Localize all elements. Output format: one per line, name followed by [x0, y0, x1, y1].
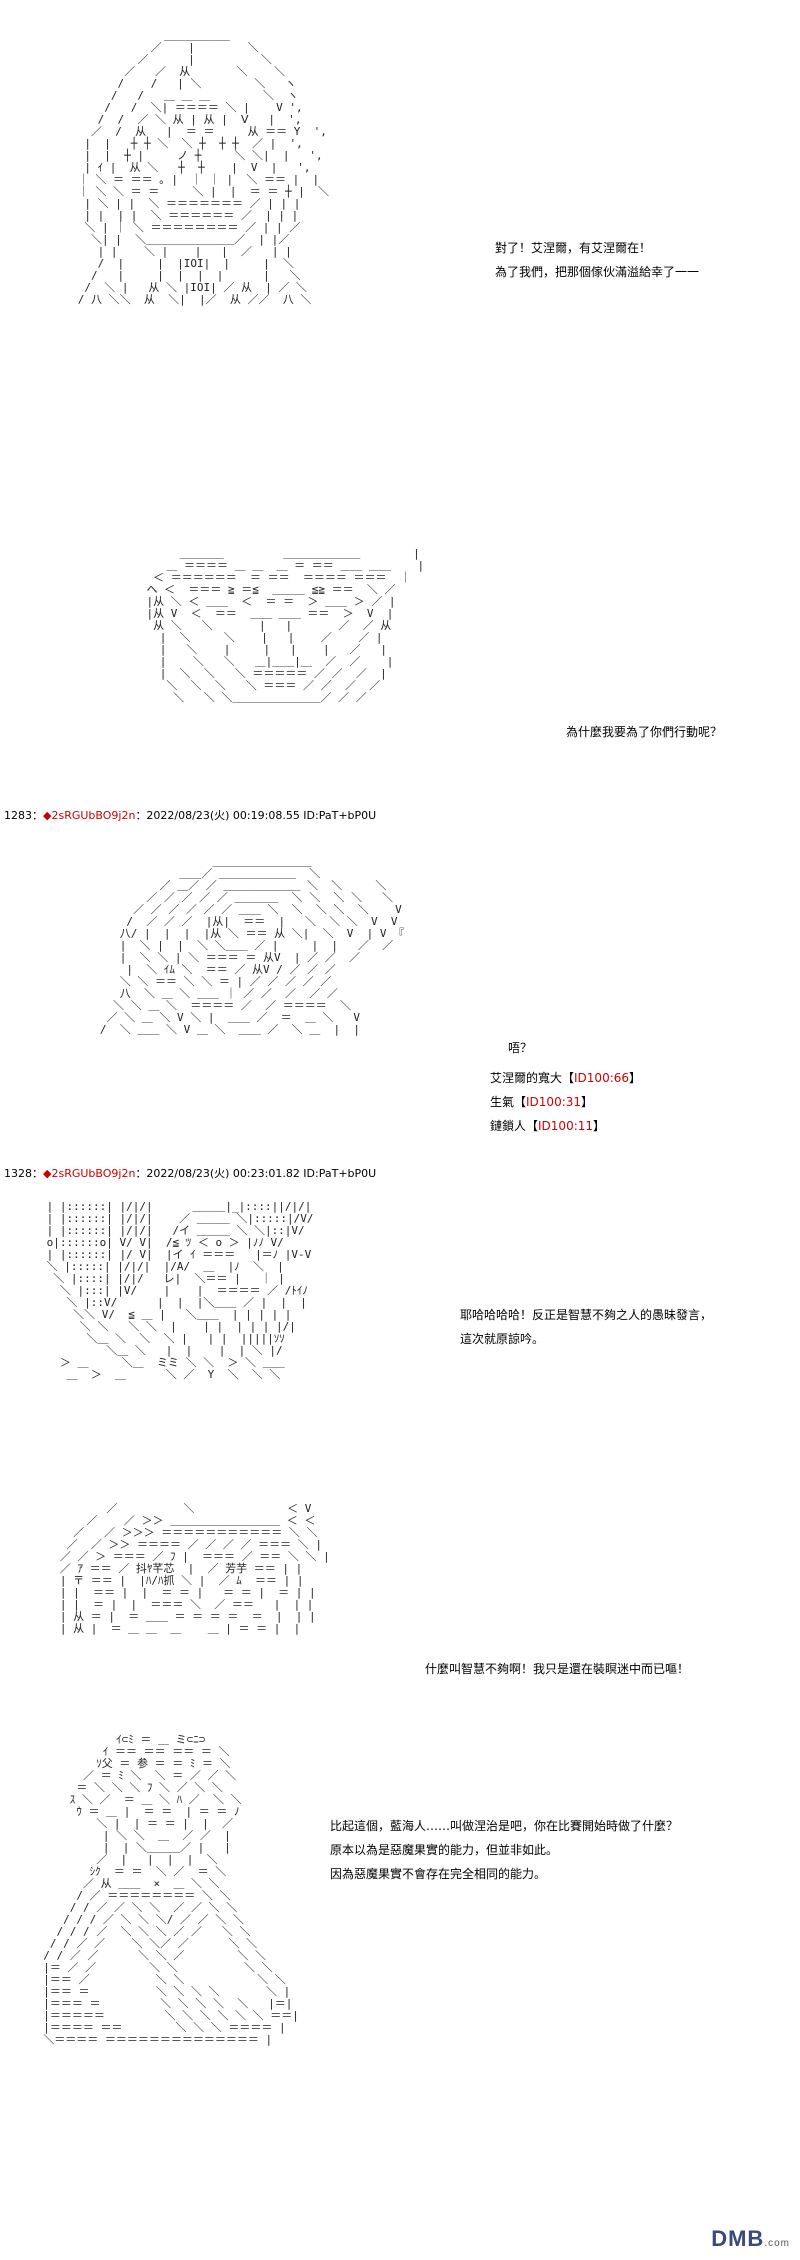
panel-5-line-1: 什麼叫智慧不夠啊！我只是還在裝瞑迷中而已嘔！: [425, 1662, 690, 1676]
logo-sub: .com: [764, 2238, 790, 2249]
panel-2-line-1: 為什麼我要為了你們行動呢？: [566, 725, 723, 739]
panel-5: ／ ＼ ＜ V ／ ／ ＞＞ ＿＿＿＿＿＿＿＿＿＿ ＜ ＜ ／ ／ ＞＞＞ ＝＝…: [0, 1485, 800, 1710]
post-date: ：2022/08/23(火) 00:19:08.55 ID:PaT+bP0U: [135, 809, 377, 822]
panel-6: ｲ⊂ﾐ ＝ ＿ ミ⊂ﾆ⊃ ｲ ＝＝ ＝＝ ＝＝ ＝ ＼ ｿ父 ＝ 参 ＝ ＝ ﾐ…: [0, 1710, 800, 2260]
panel-1: ＿＿＿＿＿＿ ／ | ＼ ／ | ＼ ／ ／ 从 ＼ ＼ / / | ＼ ＼ ヽ…: [0, 0, 800, 360]
stat-anger-end: 】: [581, 1095, 594, 1109]
post-header-1328: 1328：◆2sRGUbBO9j2n：2022/08/23(火) 00:23:0…: [4, 1165, 376, 1181]
panel-6-line-3: 因為惡魔果實不會存在完全相同的能力。: [330, 1867, 547, 1881]
stat-generosity: 艾涅爾的寬大【ID100:66】: [490, 1066, 641, 1090]
panel-3: ＿＿＿＿＿＿＿＿＿ ＿＿／ ＿＿＿＿＿＿＿ ＼ ／ ＿／ ／ ＿＿＿＿＿＿＿ ＼…: [0, 830, 800, 1160]
ascii-art-face-closeup: ＿＿＿＿ ＿＿＿＿＿＿＿ | ＿ ＝＝＝＝ ＿ ＿ ＿ ＝ ＝＝ ＿＿ ＿＿ |…: [146, 547, 425, 704]
panel-1-line-1: 對了！艾涅爾，有艾涅爾在！: [495, 241, 652, 255]
stat-anger-label: 生氣【: [490, 1095, 527, 1109]
post-trip: ◆2sRGUbBO9j2n: [43, 809, 136, 822]
panel-4: | |::::::| |/|/| ＿＿＿|_|::::||/|/| | |:::…: [0, 1185, 800, 1485]
post-trip: ◆2sRGUbBO9j2n: [43, 1167, 136, 1180]
ascii-art-standing-figure: ｲ⊂ﾐ ＝ ＿ ミ⊂ﾆ⊃ ｲ ＝＝ ＝＝ ＝＝ ＝ ＼ ｿ父 ＝ 参 ＝ ＝ ﾐ…: [43, 1733, 299, 2046]
stat-anger: 生氣【ID100:31】: [490, 1090, 593, 1114]
stat-chain: 鏈鎖人【ID100:11】: [490, 1114, 605, 1138]
post-number: 1283：: [4, 809, 43, 822]
stat-chain-end: 】: [593, 1119, 606, 1133]
stat-chain-label: 鏈鎖人【: [490, 1119, 539, 1133]
ascii-art-figure-with-staff: | |::::::| |/|/| ＿＿＿|_|::::||/|/| | |:::…: [46, 1200, 314, 1381]
panel-3-huh: 唔？: [508, 1041, 533, 1055]
ascii-art-angry-figure: ／ ＼ ＜ V ／ ／ ＞＞ ＿＿＿＿＿＿＿＿＿＿ ＜ ＜ ／ ／ ＞＞＞ ＝＝…: [59, 1502, 330, 1635]
panel-4-line-1: 耶哈哈哈哈！反正是智慧不夠之人的愚昧發言，: [460, 1308, 713, 1322]
stat-generosity-label: 艾涅爾的寬大【: [490, 1071, 575, 1085]
dmzj-watermark-logo: DMB.com: [711, 2226, 790, 2252]
panel-4-line-2: 這次就原諒吟。: [460, 1332, 545, 1346]
stat-anger-value: ID100:31: [526, 1095, 582, 1109]
panel-1-line-2: 為了我們，把那個傢伙滿溢給幸了一一: [495, 265, 700, 279]
post-number: 1328：: [4, 1167, 43, 1180]
ascii-art-hooded-profile: ＿＿＿＿＿＿＿＿＿ ＿＿／ ＿＿＿＿＿＿＿ ＼ ／ ＿／ ／ ＿＿＿＿＿＿＿ ＼…: [99, 855, 405, 1036]
ascii-art-hooded-figure: ＿＿＿＿＿＿ ／ | ＼ ／ | ＼ ／ ／ 从 ＼ ＼ / / | ＼ ＼ ヽ…: [77, 29, 330, 306]
stat-generosity-end: 】: [629, 1071, 642, 1085]
post-header-1283: 1283：◆2sRGUbBO9j2n：2022/08/23(火) 00:19:0…: [4, 807, 376, 823]
panel-6-line-1: 比起這個，藍海人……叫做涅治是吧，你在比賽開始時做了什麼？: [330, 1819, 679, 1833]
post-date: ：2022/08/23(火) 00:23:01.82 ID:PaT+bP0U: [135, 1167, 377, 1180]
stat-generosity-value: ID100:66: [574, 1071, 630, 1085]
stat-chain-value: ID100:11: [538, 1119, 594, 1133]
logo-main: DMB: [711, 2226, 765, 2251]
panel-6-line-2: 原本以為是惡魔果實的能力，但並非如此。: [330, 1843, 559, 1857]
panel-2: ＿＿＿＿ ＿＿＿＿＿＿＿ | ＿ ＝＝＝＝ ＿ ＿ ＿ ＝ ＝＝ ＿＿ ＿＿ |…: [0, 360, 800, 780]
